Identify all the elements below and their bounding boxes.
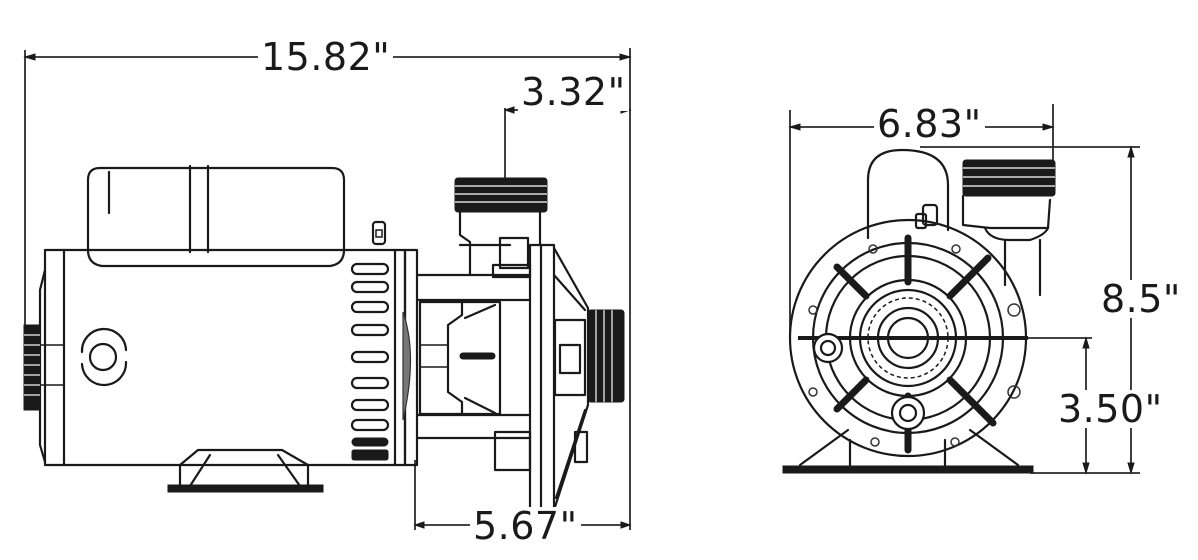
dimension-label-suction-height: 3.50" (1055, 390, 1166, 428)
dimension-label-wet-end-length: 5.67" (470, 507, 581, 545)
impeller (418, 300, 502, 416)
motor-foot (167, 448, 324, 493)
vent-slots (350, 262, 390, 461)
front-discharge-port (961, 159, 1056, 297)
dimension-label-width: 6.83" (874, 105, 985, 143)
volute-face (788, 218, 1028, 458)
front-view (782, 104, 1140, 475)
seal-plate (402, 248, 532, 467)
dimension-label-overall-length: 15.82" (258, 38, 394, 76)
motor-body (23, 220, 407, 467)
discharge-port (454, 177, 548, 277)
dimension-line-discharge-offset (503, 106, 632, 178)
suction-port (587, 309, 625, 403)
dimension-label-discharge-offset: 3.32" (518, 73, 629, 111)
rotation-arrow-icon (80, 327, 128, 387)
dimension-label-height: 8.5" (1098, 280, 1184, 318)
pump-volute (491, 236, 590, 529)
capacitor-housing (86, 164, 346, 268)
front-feet (782, 428, 1034, 474)
dimension-line-overall-length (23, 48, 632, 530)
side-view (23, 48, 632, 530)
